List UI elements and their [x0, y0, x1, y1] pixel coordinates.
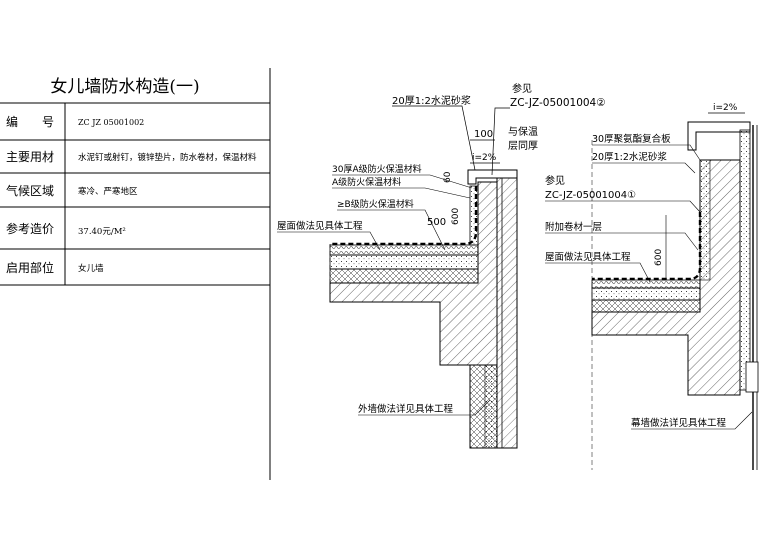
right-mortar-label: 20厚1:2水泥砂浆 — [592, 151, 667, 163]
right-ref-label: 参见 — [545, 174, 565, 187]
left-detail: 20厚1:2水泥砂浆 参见 ZC-JZ-05001004② 100 与保温 层同… — [277, 82, 606, 449]
right-curtain-note-leader — [631, 411, 753, 430]
left-slope: i=2% — [472, 153, 497, 163]
left-parapet-wall — [496, 177, 518, 449]
right-coping — [687, 121, 751, 151]
sheet-title: 女儿墙防水构造(一) — [50, 77, 199, 97]
right-extra-layer-leader — [545, 232, 699, 251]
row-value-cost: 37.40元/M² — [78, 227, 126, 237]
left-dim-100: 100 — [474, 129, 493, 140]
row-label-materials: 主要用材 — [6, 150, 54, 164]
left-layer-a30-leader — [332, 174, 473, 189]
right-roof-membrane — [591, 279, 701, 289]
left-roof-note: 屋面做法见具体工程 — [277, 220, 363, 232]
right-slope: i=2% — [713, 103, 738, 113]
row-label-location: 启用部位 — [6, 260, 54, 275]
right-ref-code: ZC-JZ-05001004① — [545, 190, 636, 201]
left-mortar-leader — [392, 105, 476, 171]
right-mortar-leader — [592, 162, 696, 174]
left-layer-b-leader — [337, 209, 446, 251]
left-layer-a-leader — [332, 187, 471, 199]
left-mortar-label: 20厚1:2水泥砂浆 — [392, 94, 471, 107]
row-label-cost: 参考造价 — [6, 221, 54, 236]
right-roof-note-leader — [545, 262, 651, 283]
row-value-climate: 寒冷、严寒地区 — [78, 186, 138, 197]
row-value-location: 女儿墙 — [78, 263, 104, 274]
left-layer-b: ≥B级防火保温材料 — [337, 198, 414, 210]
right-panel-leader — [592, 144, 701, 161]
right-outer-panel — [739, 129, 751, 391]
left-ref-label: 参见 — [512, 82, 532, 95]
left-roof-slab-layer — [329, 268, 479, 284]
left-roof-insulation — [329, 254, 479, 270]
left-lower-wall-insulation — [484, 364, 498, 449]
left-roof-note-leader — [277, 231, 381, 251]
right-upturn-insulation — [699, 159, 711, 281]
left-same-thick-1: 与保温 — [508, 125, 538, 138]
row-value-materials: 水泥钉或射钉，镀锌垫片，防水卷材，保温材料 — [78, 152, 257, 163]
left-wall-note-leader — [358, 399, 491, 416]
right-waterproof-line — [592, 212, 702, 281]
right-curtain-note: 幕墙做法详见具体工程 — [631, 417, 727, 429]
title-table: 女儿墙防水构造(一) 编 号 ZC JZ 05001002 主要用材 水泥钉或射… — [0, 68, 271, 480]
row-label-number: 编 号 — [6, 114, 54, 129]
right-panel-label: 30厚聚氨酯复合板 — [592, 133, 671, 145]
left-layer-a30: 30厚A级防火保温材料 — [332, 163, 422, 175]
left-layer-a: A级防火保温材料 — [332, 176, 401, 188]
right-roof-note: 屋面做法见具体工程 — [545, 251, 631, 263]
left-ref-leader — [491, 107, 510, 176]
left-coping — [467, 169, 518, 185]
left-same-thick-2: 层同厚 — [508, 140, 538, 152]
row-label-climate: 气候区域 — [6, 183, 54, 198]
right-extra-layer: 附加卷材一层 — [545, 221, 602, 233]
left-roof-membrane — [329, 244, 479, 256]
left-dim-60: 60 — [443, 171, 453, 183]
right-detail: i=2% 30厚聚氨酯复合板 20厚1:2水泥砂浆 参见 ZC-JZ-05001… — [545, 103, 759, 470]
right-ref-leader — [545, 200, 701, 213]
left-wall-note: 外墙做法详见具体工程 — [358, 403, 454, 415]
right-roof-insulation — [591, 287, 701, 301]
left-waterproof-line — [330, 186, 478, 246]
right-bracket — [745, 361, 759, 393]
left-ref-code: ZC-JZ-05001004② — [510, 97, 606, 109]
right-dim-600: 600 — [654, 249, 664, 266]
right-roof-slab-layer — [591, 299, 701, 313]
left-dim-500: 500 — [427, 217, 446, 228]
row-value-number: ZC JZ 05001002 — [78, 118, 144, 127]
left-dim-600: 600 — [451, 208, 461, 225]
